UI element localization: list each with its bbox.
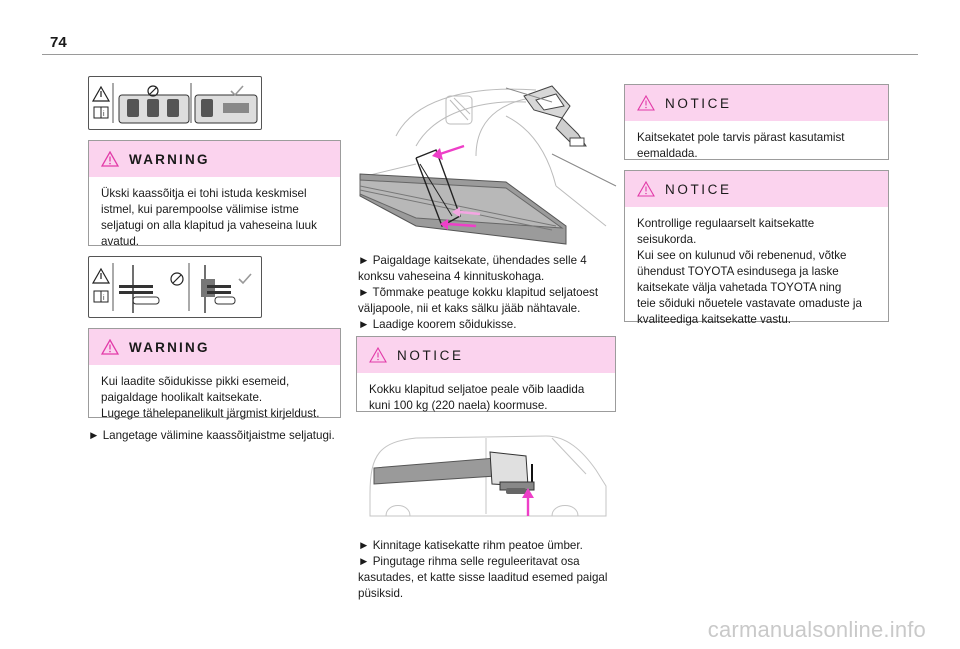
- cover-installation-figure: [356, 76, 618, 248]
- page-number: 74: [50, 34, 67, 51]
- warning-header: WARNING: [89, 141, 340, 177]
- step-line: väljapoole, nii et kaks sälku jääb nähta…: [358, 302, 581, 315]
- notice-line: kuni 100 kg (220 naela) koormuse.: [369, 399, 548, 412]
- notice-body: Kaitsekatet pole tarvis pärast kasutamis…: [625, 121, 888, 171]
- warning-line: avatud.: [101, 235, 140, 248]
- notice-triangle-icon: [369, 347, 387, 363]
- warning-body: Kui laadite sõidukisse pikki esemeid, pa…: [89, 365, 340, 431]
- notice-body: Kontrollige regulaarselt kaitsekatte sei…: [625, 207, 888, 337]
- notice-line: Kui see on kulunud või rebenenud, võtke: [637, 249, 847, 262]
- warning-triangle-icon: [101, 339, 119, 355]
- installation-steps: ► Paigaldage kaitsekate, ühendades selle…: [358, 253, 620, 333]
- pink-arrow-icon: [522, 488, 534, 516]
- load-with-cover-icon: [201, 265, 252, 313]
- seats-folded-icon: [194, 85, 258, 124]
- load-pictogram: i: [91, 263, 252, 313]
- seat-pictogram-strip: i: [88, 76, 262, 130]
- warning-header: WARNING: [89, 329, 340, 365]
- notice-line: eemaldada.: [637, 147, 698, 160]
- notice-line: seisukorda.: [637, 233, 697, 246]
- notice-header: NOTICE: [357, 337, 615, 373]
- step-line: kasutades, et katte sisse laaditud eseme…: [358, 571, 608, 584]
- step-line: ► Kinnitage katisekatte rihm peatoe ümbe…: [358, 539, 583, 552]
- load-without-cover-icon: [119, 265, 184, 313]
- notice-title: NOTICE: [665, 95, 732, 111]
- notice-triangle-icon: [637, 95, 655, 111]
- step-line: konksu vaheseina 4 kinnituskohaga.: [358, 270, 545, 283]
- warning-line: Ükski kaassõitja ei tohi istuda keskmise…: [101, 187, 307, 200]
- pink-arrow-icon: [452, 207, 481, 217]
- warning-line: seljatugi on alla klapitud ja vaheseina …: [101, 219, 317, 232]
- notice-line: kaitsekate välja vahetada TOYOTA ning: [637, 281, 842, 294]
- warning-line: Kui laadite sõidukisse pikki esemeid,: [101, 375, 290, 388]
- warning-title: WARNING: [129, 151, 210, 167]
- warning-triangle-icon: [101, 151, 119, 167]
- pink-arrow-icon: [440, 219, 477, 230]
- hook-detail-icon: [523, 85, 587, 147]
- seats-open-icon: [118, 85, 190, 124]
- warning-line: paigaldage hoolikalt kaitsekate.: [101, 391, 263, 404]
- step-line: ► Paigaldage kaitsekate, ühendades selle…: [358, 254, 587, 267]
- step-line: ► Laadige koorem sõidukisse.: [358, 318, 517, 331]
- folded-seat-with-cover: [359, 149, 567, 245]
- footer-watermark[interactable]: carmanualsonline.info: [707, 617, 926, 642]
- notice-triangle-icon: [637, 181, 655, 197]
- warning-box-long-items: WARNING Kui laadite sõidukisse pikki ese…: [88, 328, 341, 420]
- van-strap-illustration: [369, 435, 607, 517]
- notice-line: ühendust TOYOTA esindusega ja laske: [637, 265, 839, 278]
- cargo-cover: [373, 451, 535, 494]
- seat-pictogram: i: [91, 83, 258, 124]
- cover-installation-illustration: [359, 85, 617, 245]
- warning-line: Lugege tähelepanelikult järgmist kirjeld…: [101, 407, 320, 420]
- notice-header: NOTICE: [625, 85, 888, 121]
- step-lower-backrest: ► Langetage välimine kaassõitjaistme sel…: [88, 428, 348, 444]
- warning-triangle-icon: [91, 267, 111, 284]
- svg-text:i: i: [103, 111, 105, 118]
- step-line: ► Pingutage rihma selle reguleeritavat o…: [358, 555, 580, 568]
- notice-line: Kontrollige regulaarselt kaitsekatte: [637, 217, 815, 230]
- notice-line: Kokku klapitud seljatoe peale võib laadi…: [369, 383, 585, 396]
- notice-line: Kaitsekatet pole tarvis pärast kasutamis…: [637, 131, 845, 144]
- strap-steps: ► Kinnitage katisekatte rihm peatoe ümbe…: [358, 538, 620, 602]
- notice-body: Kokku klapitud seljatoe peale võib laadi…: [357, 373, 615, 423]
- step-line: püsiksid.: [358, 587, 404, 600]
- notice-box-removal: NOTICE Kaitsekatet pole tarvis pärast ka…: [624, 84, 889, 160]
- warning-box-passenger: WARNING Ükski kaassõitja ei tohi istuda …: [88, 140, 341, 248]
- van-strap-figure: [356, 424, 618, 534]
- svg-text:i: i: [103, 295, 105, 302]
- pink-arrow-icon: [432, 144, 465, 160]
- notice-title: NOTICE: [397, 347, 464, 363]
- warning-body: Ükski kaassõitja ei tohi istuda keskmise…: [89, 177, 340, 259]
- load-pictogram-strip: i: [88, 256, 262, 318]
- notice-header: NOTICE: [625, 171, 888, 207]
- step-line: ► Tõmmake peatuge kokku klapitud seljato…: [358, 286, 599, 299]
- header-divider: [42, 54, 918, 55]
- notice-title: NOTICE: [665, 181, 732, 197]
- notice-box-condition: NOTICE Kontrollige regulaarselt kaitseka…: [624, 170, 889, 326]
- warning-triangle-icon: [91, 85, 111, 102]
- notice-line: teie sõiduki nõuetele vastavate omaduste…: [637, 297, 862, 310]
- warning-title: WARNING: [129, 339, 210, 355]
- notice-line: kvaliteediga kaitsekatte vastu.: [637, 313, 792, 326]
- notice-box-load-limit: NOTICE Kokku klapitud seljatoe peale või…: [356, 336, 616, 412]
- step-line: ► Langetage välimine kaassõitjaistme sel…: [88, 429, 335, 442]
- manual-book-icon: i: [93, 106, 109, 119]
- warning-line: istmel, kui parempoolse välimise istme: [101, 203, 299, 216]
- manual-book-icon: i: [93, 290, 109, 303]
